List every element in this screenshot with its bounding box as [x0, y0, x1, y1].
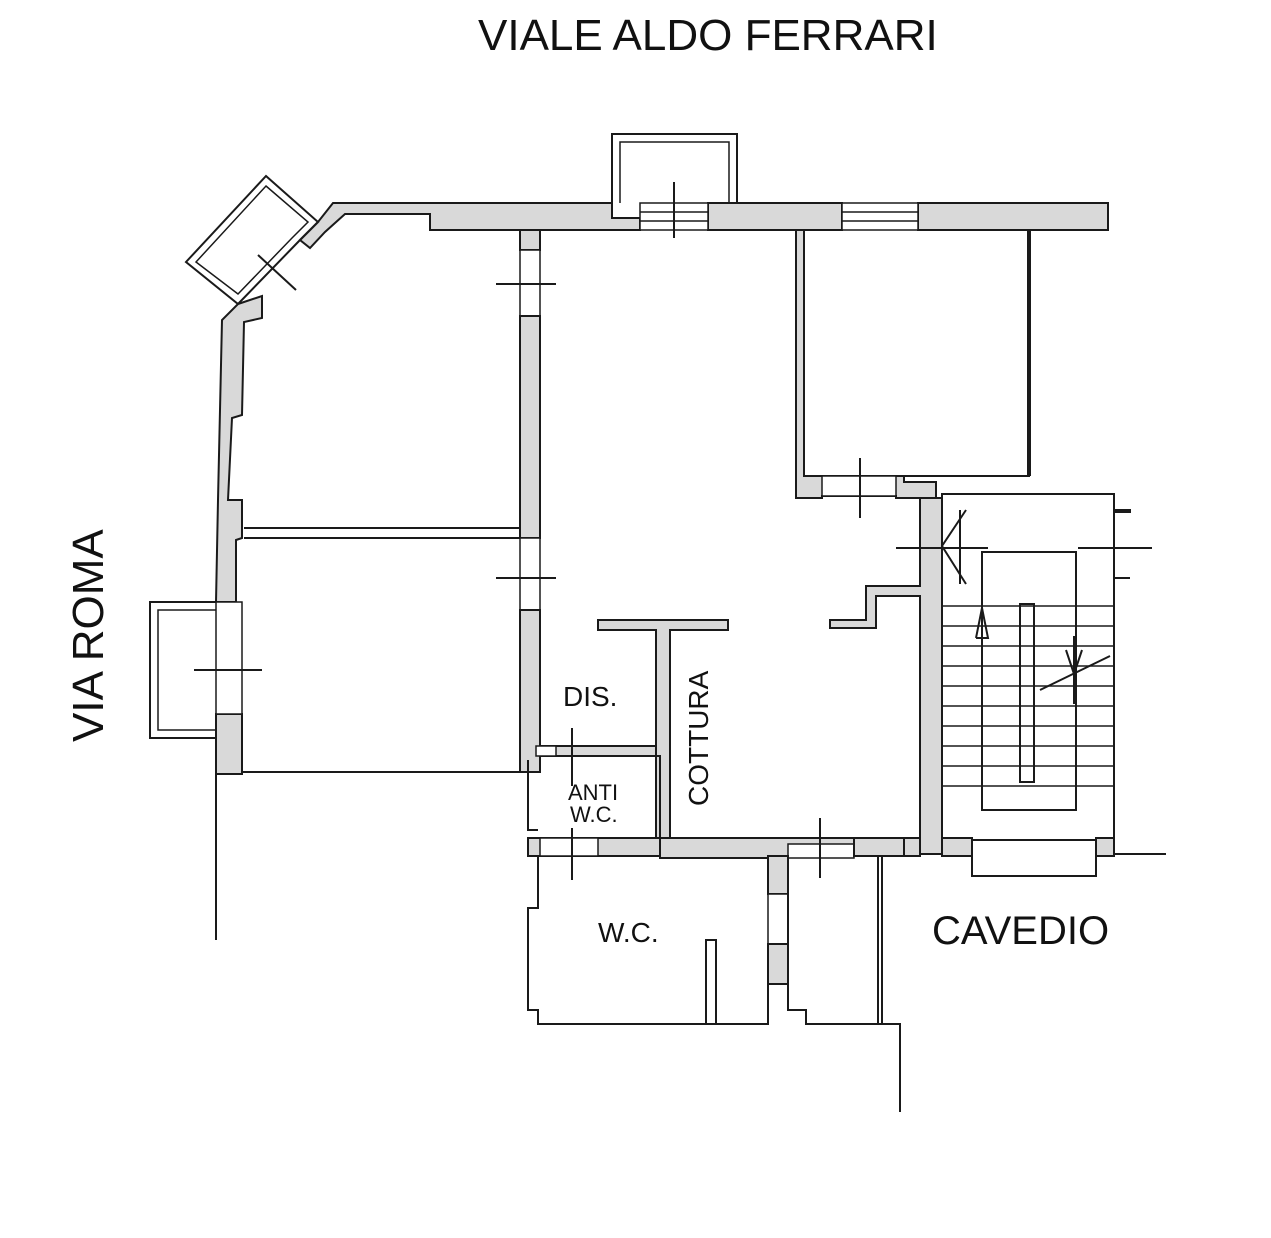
- corner-balcony: [184, 174, 320, 306]
- top-balcony: [611, 133, 738, 238]
- kitchen-right-wall: [829, 497, 943, 855]
- street-label-left: VIA ROMA: [64, 529, 113, 742]
- room-label-anti-1: ANTI: [568, 780, 618, 805]
- right-top-room: [795, 229, 1031, 518]
- label-cavedio: CAVEDIO: [932, 909, 1109, 953]
- street-label-top: VIALE ALDO FERRARI: [478, 11, 938, 60]
- stairwell: [896, 493, 1166, 877]
- left-bedrooms: [242, 229, 556, 773]
- room-label-wc: W.C.: [598, 917, 659, 948]
- bathroom-block: [527, 728, 921, 1025]
- stair-steps: [942, 605, 1114, 787]
- left-balcony: [149, 601, 262, 739]
- stair-up-arrow: [975, 607, 990, 639]
- room-label-dis: DIS.: [563, 681, 617, 712]
- left-exterior-wall: [214, 294, 263, 940]
- closet: [787, 856, 901, 1112]
- entrance-door-arrow: [940, 509, 967, 585]
- room-label-anti-2: W.C.: [570, 802, 618, 827]
- room-label-cottura: COTTURA: [683, 670, 714, 806]
- top-exterior-wall: [298, 202, 1109, 250]
